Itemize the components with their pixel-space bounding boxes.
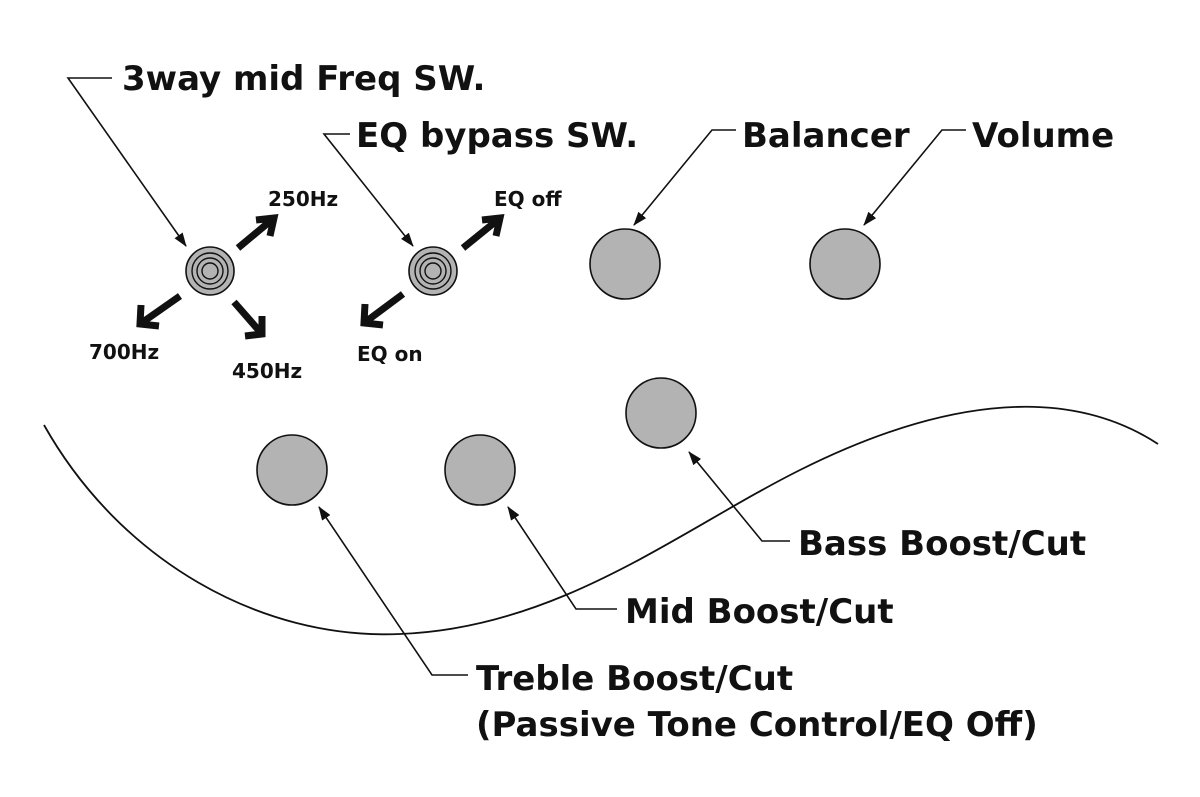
eq-bypass-switch-label: EQ bypass SW. [356,116,638,156]
mid-freq-700hz-label: 700Hz [89,340,159,364]
eq-bypass-switch[interactable] [408,246,458,296]
mid-freq-down-left-arrow [136,293,183,330]
treble-label-line1: Treble Boost/Cut [476,659,793,699]
balancer-leader [633,129,736,226]
volume-leader [863,129,966,226]
treble-leader [318,506,468,676]
volume-knob[interactable] [809,228,881,300]
bass-label: Bass Boost/Cut [798,524,1086,564]
bass-knob[interactable] [625,377,697,449]
mid-label: Mid Boost/Cut [625,592,894,632]
body-outline-curve [43,405,1159,636]
volume-label: Volume [972,116,1114,156]
eq-bypass-switch-leader [322,133,414,247]
mid-freq-250hz-label: 250Hz [268,187,338,211]
mid-freq-up-arrow [235,213,279,251]
balancer-knob[interactable] [589,228,661,300]
mid-leader [507,506,617,610]
treble-knob[interactable] [256,434,328,506]
treble-label-line2: (Passive Tone Control/EQ Off) [476,705,1038,745]
mid-freq-switch-label: 3way mid Freq SW. [122,59,485,99]
mid-freq-switch-leader [66,77,187,247]
eq-on-label: EQ on [357,342,423,366]
mid-knob[interactable] [444,434,516,506]
mid-freq-down-right-arrow [231,299,266,340]
eq-bypass-down-arrow [360,291,406,329]
mid-freq-450hz-label: 450Hz [232,359,302,383]
bass-leader [688,451,790,542]
eq-off-label: EQ off [494,187,562,211]
balancer-label: Balancer [742,116,910,156]
mid-freq-switch[interactable] [185,246,235,296]
eq-bypass-up-arrow [460,213,505,251]
